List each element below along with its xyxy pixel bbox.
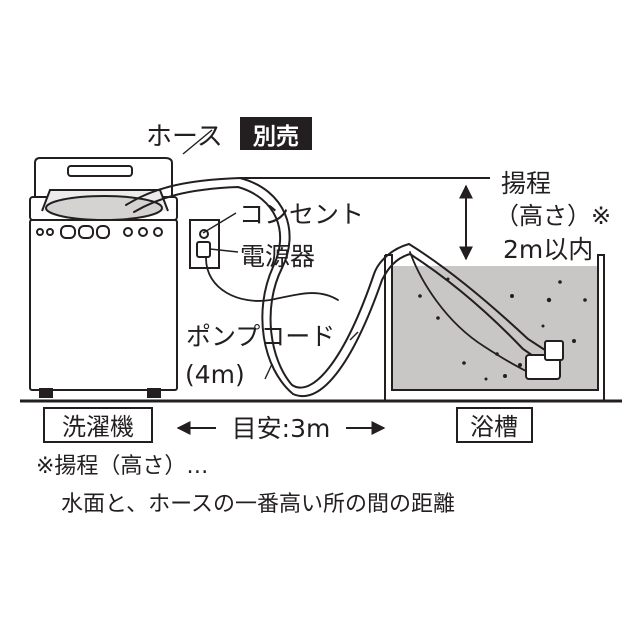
footnote-line-1: ※揚程（高さ）…	[36, 454, 209, 479]
footnote-line-2: 水面と、ホースの一番高い所の間の距離	[61, 492, 456, 517]
pump-cord	[205, 251, 527, 372]
power-unit-label: 電源器	[240, 242, 315, 271]
leader-lines	[182, 129, 359, 380]
bathtub-icon	[384, 254, 605, 400]
head-height-note: （高さ）※	[495, 202, 611, 230]
washing-machine-label-box	[43, 407, 153, 443]
pump-cord-length: (4m)	[185, 360, 245, 389]
washing-machine-icon	[29, 157, 178, 398]
outlet-icon	[189, 219, 220, 269]
outlet-label: コンセント	[239, 200, 364, 229]
head-height-title: 揚程	[501, 169, 551, 198]
sold-separately-label: 別売	[253, 124, 299, 150]
hose-label: ホース	[146, 122, 223, 152]
pump-icon	[525, 340, 564, 380]
washing-machine-label: 洗濯機	[62, 413, 134, 441]
pump-cord-label: ポンプコード	[186, 322, 335, 351]
bathtub-label-box	[456, 407, 533, 443]
head-height-value: 2m以内	[503, 235, 593, 264]
distance-label: 目安:3m	[232, 414, 331, 443]
bathtub-label: 浴槽	[470, 413, 518, 441]
sold-separately-tag	[240, 117, 312, 150]
